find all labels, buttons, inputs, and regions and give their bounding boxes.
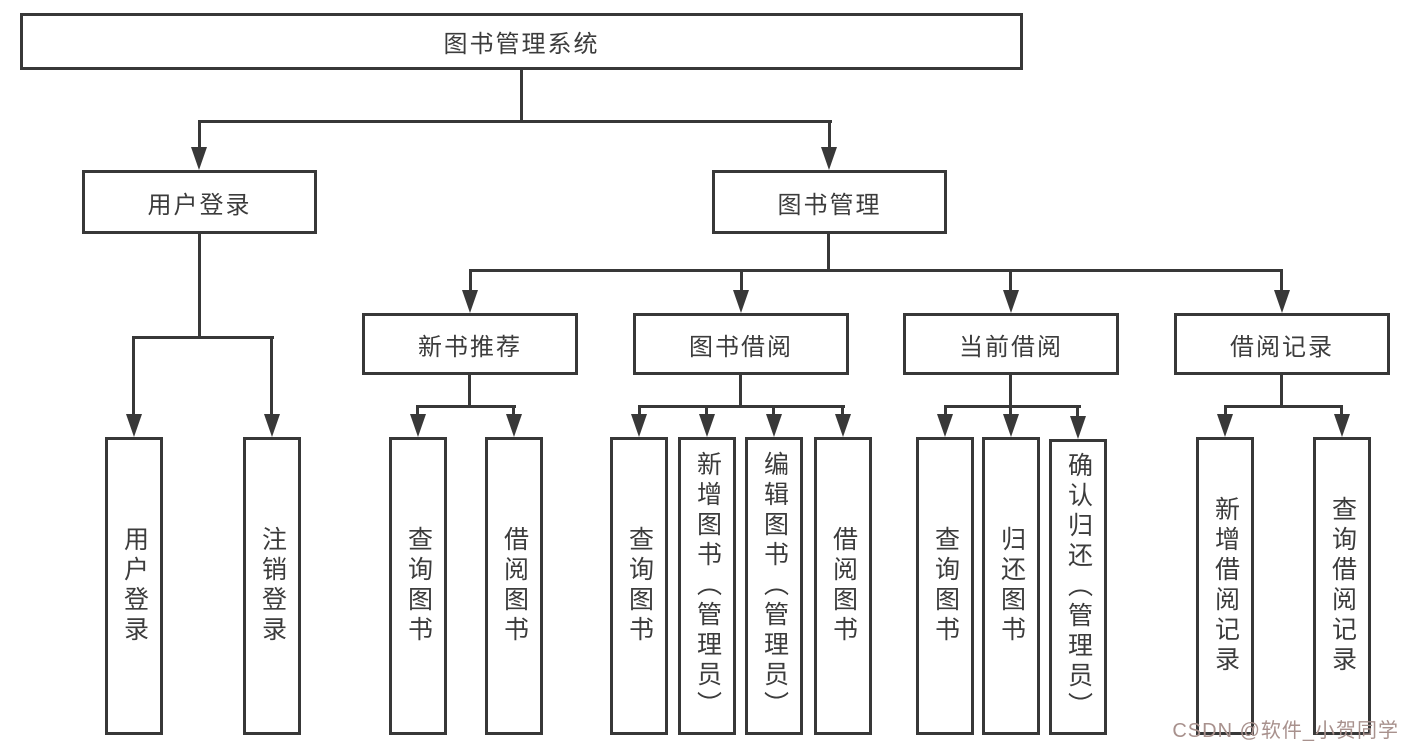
connector-line (132, 336, 274, 339)
connector-line (512, 405, 515, 417)
arrowhead-down-icon (733, 290, 749, 313)
arrowhead-down-icon (1003, 290, 1019, 313)
connector-line (416, 405, 419, 417)
node-label: 图书借阅 (689, 333, 793, 361)
arrowhead-down-icon (191, 147, 207, 170)
node-library-system: 图书管理系统 (20, 13, 1023, 70)
connector-line (469, 269, 472, 295)
leaf-label: 用户登录 (120, 526, 149, 646)
node-label: 借阅记录 (1230, 333, 1334, 361)
leaf-borrow-book-newrec: 借阅图书 (485, 437, 543, 735)
connector-line (198, 120, 201, 152)
connector-line (1340, 405, 1343, 417)
arrowhead-down-icon (631, 414, 647, 437)
arrowhead-down-icon (1274, 290, 1290, 313)
arrowhead-down-icon (264, 414, 280, 437)
arrowhead-down-icon (766, 414, 782, 437)
leaf-query-borrow-record: 查询借阅记录 (1313, 437, 1371, 735)
leaf-label: 新增图书（管理员） (693, 451, 722, 721)
node-label: 新书推荐 (418, 333, 522, 361)
connector-line (520, 70, 523, 120)
leaf-query-book-newrec: 查询图书 (389, 437, 447, 735)
leaf-label: 借阅图书 (829, 526, 858, 646)
connector-line (944, 405, 947, 417)
leaf-add-borrow-record: 新增借阅记录 (1196, 437, 1254, 735)
leaf-query-book-current: 查询图书 (916, 437, 974, 735)
connector-line (740, 269, 743, 295)
node-label: 用户登录 (147, 191, 252, 219)
connector-line (1224, 405, 1227, 417)
node-label: 图书管理 (777, 191, 882, 219)
leaf-label: 查询图书 (931, 526, 960, 646)
leaf-confirm-return-admin: 确认归还（管理员） (1049, 439, 1107, 735)
connector-line (1009, 269, 1012, 295)
leaf-label: 归还图书 (997, 526, 1026, 646)
connector-line (132, 336, 135, 416)
connector-line (944, 405, 1081, 408)
connector-line (841, 405, 844, 417)
node-borrow-records: 借阅记录 (1174, 313, 1390, 375)
connector-line (1224, 405, 1343, 408)
node-current-borrow: 当前借阅 (903, 313, 1119, 375)
leaf-label: 新增借阅记录 (1211, 496, 1240, 676)
connector-line (827, 234, 830, 272)
connector-line (1009, 375, 1012, 408)
leaf-label: 查询借阅记录 (1328, 496, 1357, 676)
arrowhead-down-icon (126, 414, 142, 437)
arrowhead-down-icon (835, 414, 851, 437)
connector-line (270, 336, 273, 416)
leaf-logout: 注销登录 (243, 437, 301, 735)
connector-line (1009, 405, 1012, 417)
arrowhead-down-icon (937, 414, 953, 437)
arrowhead-down-icon (410, 414, 426, 437)
arrowhead-down-icon (506, 414, 522, 437)
leaf-label: 查询图书 (625, 526, 654, 646)
connector-line (772, 405, 775, 417)
connector-line (705, 405, 708, 417)
node-book-management: 图书管理 (712, 170, 947, 234)
leaf-label: 借阅图书 (500, 526, 529, 646)
arrowhead-down-icon (699, 414, 715, 437)
leaf-add-book-admin: 新增图书（管理员） (678, 437, 736, 735)
arrowhead-down-icon (1334, 414, 1350, 437)
node-label: 当前借阅 (959, 333, 1063, 361)
connector-line (638, 405, 641, 417)
arrowhead-down-icon (462, 290, 478, 313)
connector-line (416, 405, 516, 408)
arrowhead-down-icon (1003, 414, 1019, 437)
leaf-label: 确认归还（管理员） (1064, 452, 1093, 722)
node-new-book-recommend: 新书推荐 (362, 313, 578, 375)
leaf-edit-book-admin: 编辑图书（管理员） (745, 437, 803, 735)
arrowhead-down-icon (821, 147, 837, 170)
node-book-borrow: 图书借阅 (633, 313, 849, 375)
leaf-borrow-book: 借阅图书 (814, 437, 872, 735)
connector-line (828, 120, 831, 152)
connector-line (469, 269, 1283, 272)
connector-line (1280, 375, 1283, 408)
connector-line (638, 405, 845, 408)
connector-line (198, 120, 832, 123)
connector-line (739, 375, 742, 408)
connector-line (198, 234, 201, 339)
leaf-label: 查询图书 (404, 526, 433, 646)
leaf-return-book: 归还图书 (982, 437, 1040, 735)
arrowhead-down-icon (1070, 416, 1086, 439)
csdn-watermark: CSDN @软件_小贺同学 (1172, 720, 1399, 742)
leaf-query-book-borrow: 查询图书 (610, 437, 668, 735)
connector-line (468, 375, 471, 408)
leaf-label: 编辑图书（管理员） (760, 451, 789, 721)
leaf-label: 注销登录 (258, 526, 287, 646)
connector-line (1076, 405, 1079, 417)
leaf-user-login: 用户登录 (105, 437, 163, 735)
node-label: 图书管理系统 (443, 31, 600, 58)
connector-line (1280, 269, 1283, 295)
node-user-login: 用户登录 (82, 170, 317, 234)
arrowhead-down-icon (1217, 414, 1233, 437)
